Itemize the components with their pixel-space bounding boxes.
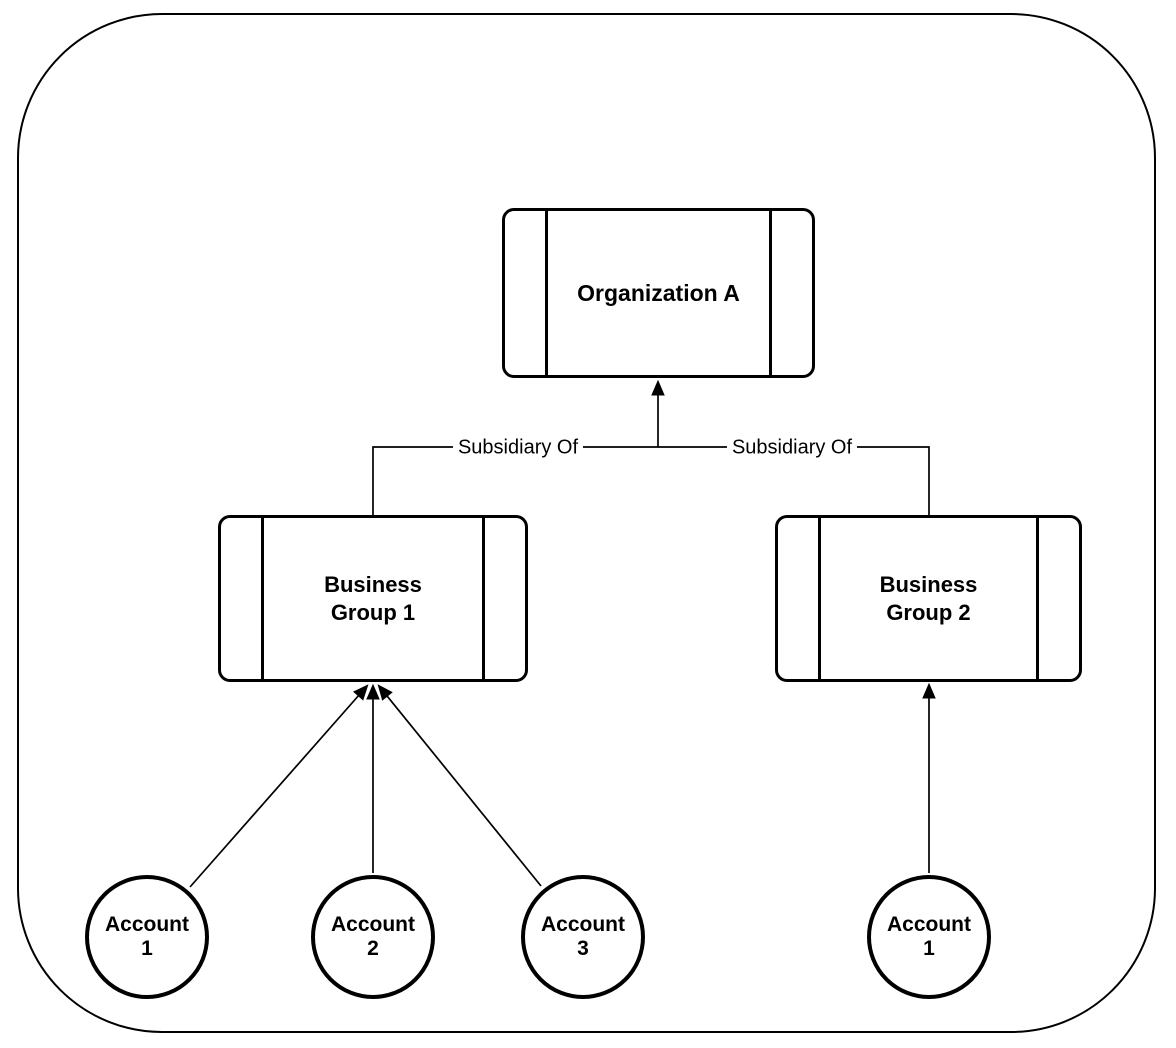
node-account-1-left: Account 1 [85,875,209,999]
node-business-group-1: Business Group 1 [218,515,528,682]
edge-account3-to-bg1-arrow [377,684,542,887]
node-side-bar [818,518,821,679]
node-label: Organization A [577,279,740,306]
node-label-line2: 2 [367,937,379,960]
node-account-3: Account 3 [521,875,645,999]
node-side-bar [1036,518,1039,679]
node-side-bar [545,211,548,375]
node-label-line2: 3 [577,937,589,960]
node-label-line2: 1 [923,937,935,960]
node-account-2: Account 2 [311,875,435,999]
node-label-line2: Group 1 [330,599,416,625]
node-label-line1: Account [541,912,625,936]
node-side-bar [769,211,772,375]
node-label-line1: Business [879,572,978,597]
node-label-line1: Account [331,912,415,936]
diagram-boundary-frame [17,13,1156,1033]
edge-label-subsidiary-of-right: Subsidiary Of [726,436,858,460]
node-label-line1: Account [887,912,971,936]
edge-account1-left-to-bg1-arrow [189,684,369,888]
edge-label-subsidiary-of-left: Subsidiary Of [452,436,584,460]
node-label-line1: Account [105,912,189,936]
node-label-line2: Group 2 [886,599,971,625]
node-account-1-right: Account 1 [867,875,991,999]
node-label: Business Group 1 [324,571,422,626]
node-label-line1: Business [324,572,422,597]
node-side-bar [261,518,264,679]
node-label: Business Group 2 [880,571,978,626]
node-organization-a: Organization A [502,208,815,378]
node-label-line2: 1 [141,937,153,960]
node-business-group-2: Business Group 2 [775,515,1082,682]
node-side-bar [482,518,485,679]
